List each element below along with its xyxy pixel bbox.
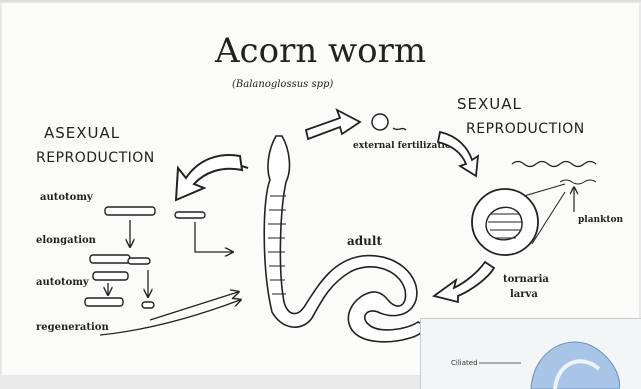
asexual-worm-fragments — [85, 207, 205, 308]
worm-fragment — [85, 298, 123, 306]
inset-diagram: Ciliated — [420, 318, 641, 389]
sexual-heading-line1: SEXUAL — [457, 95, 522, 113]
inset-label: Ciliated — [451, 359, 478, 367]
arrow-to-asexual-head — [176, 155, 242, 200]
label-regeneration: regeneration — [36, 322, 109, 333]
worm-fragment — [128, 258, 150, 264]
label-autotomy-2: autotomy — [36, 277, 90, 288]
worm-fragment — [90, 255, 130, 263]
diagram-subtitle: (Balanoglossus spp) — [232, 79, 333, 90]
worm-fragment — [142, 302, 154, 308]
sperm-icon — [393, 128, 406, 130]
inset-drawing: Ciliated — [421, 319, 641, 389]
pointer-line — [524, 184, 565, 196]
worm-fragment — [105, 207, 155, 215]
tornaria-larva — [472, 184, 565, 255]
asexual-heading-line2: REPRODUCTION — [36, 150, 155, 166]
larva-body — [486, 207, 522, 239]
label-autotomy-1: autotomy — [40, 192, 94, 203]
label-adult: adult — [347, 234, 382, 248]
arrow-elbow — [195, 222, 232, 252]
egg-icon — [372, 114, 388, 130]
adult-worm-body — [264, 136, 423, 342]
asexual-heading-line1: ASEXUAL — [44, 124, 120, 142]
label-larva: larva — [510, 289, 538, 300]
sexual-heading-line2: REPRODUCTION — [466, 121, 585, 137]
water-waves — [560, 180, 596, 184]
adult-worm — [264, 136, 423, 342]
worm-fragment — [93, 272, 128, 280]
diagram-title: Acorn worm — [214, 31, 426, 71]
water-waves — [512, 162, 596, 167]
arrow-to-larva — [438, 132, 478, 176]
arrow-to-fertilization — [306, 110, 360, 139]
label-plankton: plankton — [578, 215, 623, 225]
label-elongation: elongation — [36, 235, 97, 246]
arrow-to-adult — [434, 262, 494, 302]
inset-larva-shape — [531, 342, 619, 389]
worm-fragment — [175, 212, 205, 218]
label-tornaria: tornaria — [503, 274, 549, 285]
